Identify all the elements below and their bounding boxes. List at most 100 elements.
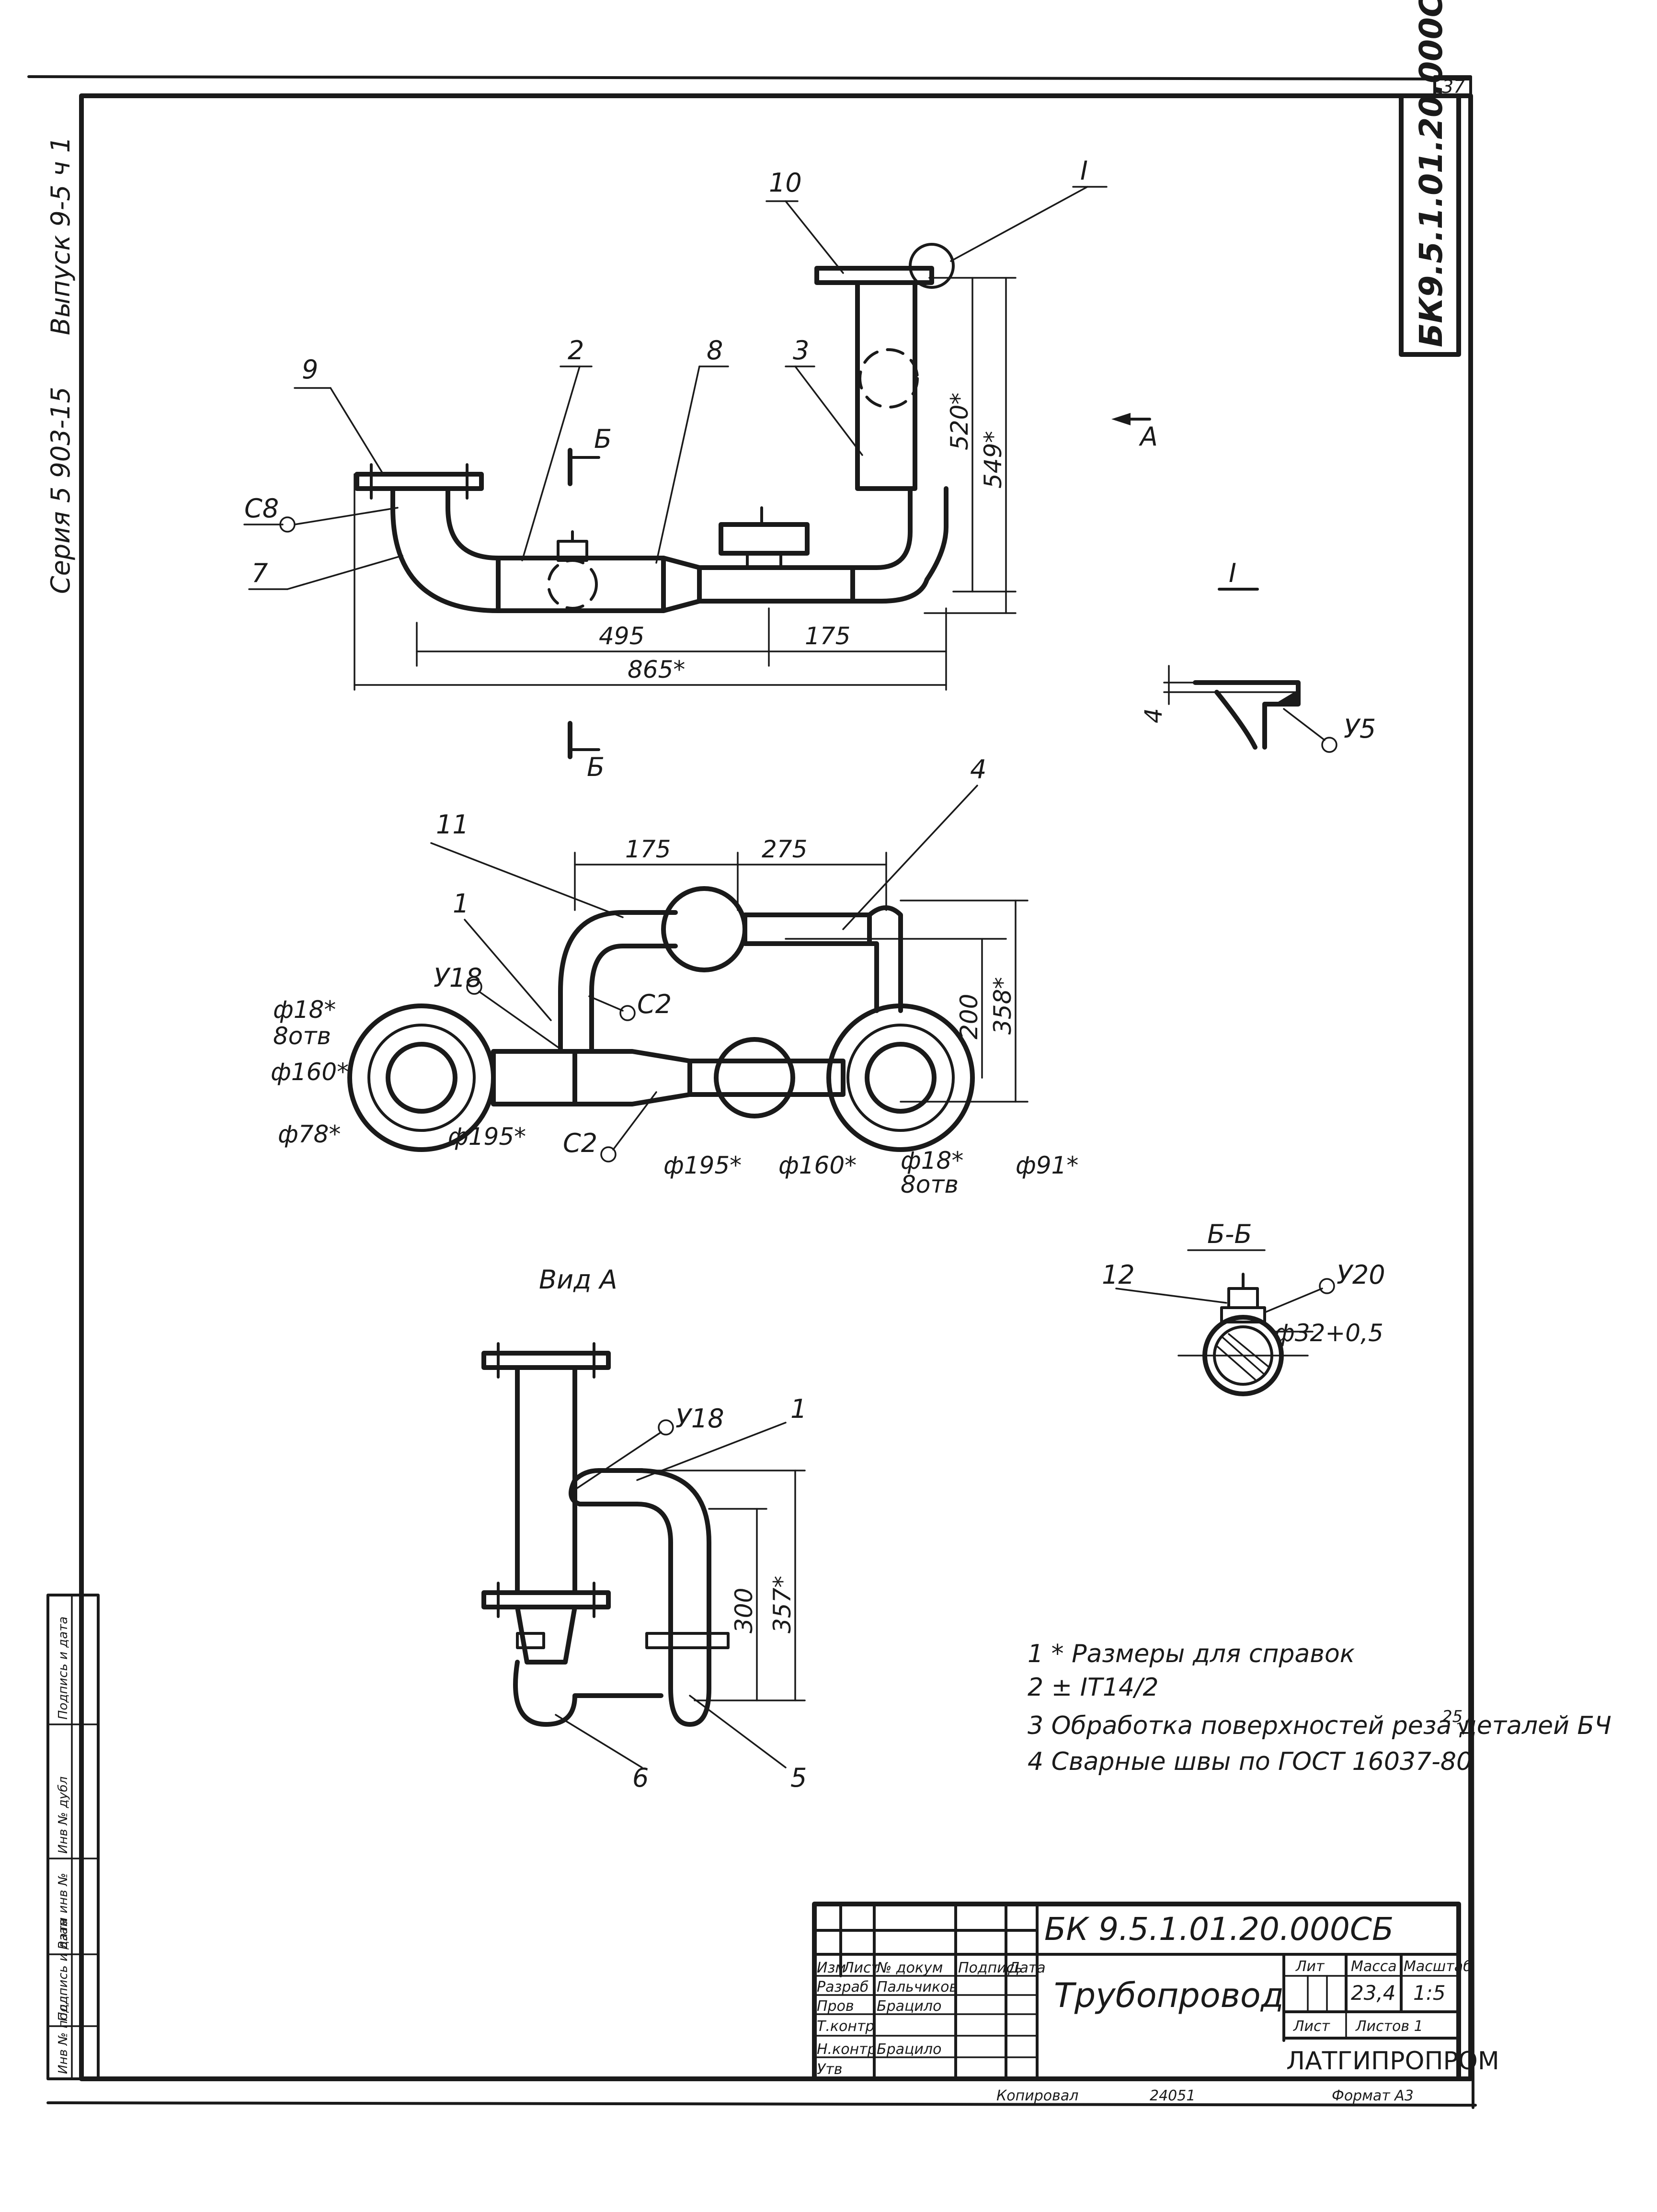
right-flange-hole-dia: ф18* — [901, 1147, 963, 1174]
note-2: 2 ± IT14/2 — [1028, 1673, 1159, 1702]
side-block: Инв № подл. Подпись и дата Взам инв № Ин… — [46, 1594, 100, 2080]
callout-12: 12 — [1102, 1260, 1135, 1290]
callout-1-view-a: 1 — [790, 1394, 807, 1424]
title-name: Трубопровод — [1054, 1976, 1284, 2015]
callout-detail-I: I — [1080, 156, 1088, 186]
left-flange-od: ф195* — [448, 1123, 526, 1151]
side-label-1: Инв № подл. — [56, 1992, 70, 2074]
footer-order: 24051 — [1150, 2087, 1195, 2104]
scale-value: 1:5 — [1413, 1981, 1446, 2005]
title-designation: БК 9.5.1.01.20.000СБ — [1044, 1911, 1394, 1948]
note-4: 4 Сварные швы по ГОСТ 16037-80 — [1028, 1747, 1472, 1776]
section-view — [1115, 1249, 1335, 1396]
callout-8: 8 — [707, 335, 723, 365]
left-flange-bore: ф78* — [278, 1120, 341, 1148]
right-flange-bolt-circle: ф160* — [778, 1152, 857, 1179]
col-header-izm: Изм — [817, 1960, 846, 1976]
plan-dim-358: 358* — [989, 977, 1017, 1035]
section-title: Б-Б — [1207, 1219, 1252, 1249]
section-mark-top: Б — [594, 424, 612, 454]
col-header-docnum: № докум — [876, 1960, 943, 1976]
left-flange-bolt-circle: ф160* — [271, 1058, 349, 1086]
weld-c8: С8 — [244, 493, 279, 524]
name-razrab: Пальчиков — [877, 1979, 958, 1995]
left-flange-hole-dia: ф18* — [273, 996, 336, 1024]
sheet-frame — [27, 75, 1477, 2109]
note-3: 3 Обработка поверхностей реза деталей БЧ — [1028, 1711, 1611, 1740]
col-header-date: Дата — [1007, 1960, 1046, 1976]
col-header-list: Лист — [843, 1960, 880, 1976]
note-3-roughness: 25 — [1442, 1707, 1463, 1726]
weld-y20: У20 — [1337, 1260, 1385, 1290]
right-flange-bore: ф91* — [1016, 1152, 1078, 1179]
side-label-5: Подпись и дата — [56, 1617, 70, 1720]
weld-c2-lower: С2 — [563, 1128, 597, 1158]
plan-dim-200: 200 — [955, 994, 983, 1039]
dim-865: 865* — [628, 656, 685, 684]
view-a-dim-300: 300 — [730, 1588, 758, 1633]
hdr-lit: Лит — [1295, 1958, 1325, 1975]
organization: ЛАТГИПРОПРОМ — [1286, 2047, 1499, 2075]
note-1: 1 * Размеры для справок — [1028, 1640, 1355, 1668]
role-razrab: Разраб — [817, 1979, 868, 1995]
side-label-3: Взам инв № — [56, 1873, 70, 1950]
detail-title: I — [1229, 558, 1236, 588]
view-a-title: Вид А — [539, 1265, 617, 1295]
detail-dim-4: 4 — [1140, 708, 1167, 723]
left-flange-hole-count: 8отв — [273, 1022, 331, 1050]
issue-stamp: Выпуск 9-5 ч 1 — [46, 137, 76, 335]
callout-7: 7 — [251, 558, 268, 588]
sheets-label: Листов 1 — [1355, 2018, 1423, 2035]
callout-1: 1 — [453, 889, 469, 919]
callout-2: 2 — [568, 335, 584, 365]
weld-y18-plan: У18 — [434, 963, 482, 993]
callout-6: 6 — [632, 1763, 649, 1793]
role-nkontr: Н.контр — [817, 2041, 877, 2058]
detail-view — [1163, 588, 1337, 753]
footer-format: Формат А3 — [1332, 2087, 1414, 2104]
plan-dim-275: 275 — [762, 835, 807, 863]
side-label-2: Подпись и дата — [56, 1918, 70, 2021]
hdr-massa: Масса — [1351, 1958, 1397, 1975]
side-label-4: Инв № дубл — [56, 1777, 70, 1854]
callout-5: 5 — [790, 1763, 807, 1793]
role-prov: Пров — [817, 1998, 854, 2015]
callout-9: 9 — [302, 354, 318, 385]
title-block — [812, 1902, 1461, 2081]
view-arrow-label: А — [1139, 422, 1158, 452]
hdr-scale: Масштаб — [1404, 1958, 1472, 1975]
front-view — [243, 186, 1151, 759]
footer-copied: Копировал — [996, 2087, 1078, 2104]
col-header-sign: Подпись — [958, 1960, 1023, 1976]
view-a-dim-357: 357* — [768, 1576, 796, 1633]
right-flange-od: ф195* — [663, 1152, 742, 1179]
dim-520: 520* — [946, 393, 973, 450]
name-prov: Брацило — [877, 1998, 941, 2015]
view-a — [481, 1342, 806, 1768]
section-mark-bottom: Б — [587, 752, 605, 782]
hole-dia: ф32+0,5 — [1274, 1319, 1383, 1347]
callout-10: 10 — [769, 168, 802, 198]
dim-549: 549* — [979, 431, 1007, 489]
sheet-label: Лист — [1293, 2018, 1331, 2035]
role-tkontr: Т.контр — [817, 2018, 874, 2035]
weld-c2-upper: С2 — [637, 989, 672, 1019]
dim-495: 495 — [599, 622, 644, 650]
dim-175: 175 — [805, 622, 850, 650]
callout-11: 11 — [436, 810, 469, 840]
detail-weld-y5: У5 — [1344, 714, 1376, 744]
right-flange-hole-count: 8отв — [901, 1171, 959, 1198]
note-3-check-mark: √ — [1456, 1711, 1473, 1740]
role-utv: Утв — [817, 2061, 842, 2078]
weld-y18-view-a: У18 — [675, 1403, 724, 1434]
callout-3: 3 — [793, 335, 809, 365]
mass-value: 23,4 — [1351, 1981, 1396, 2005]
drawing-code-box: БК9.5.1.01.20.000СБ — [1399, 0, 1461, 357]
drawing-code-vertical: БК9.5.1.01.20.000СБ — [1413, 0, 1450, 347]
name-nkontr: Брацило — [877, 2041, 941, 2058]
series-stamp: Серия 5 903-15 — [46, 387, 76, 594]
callout-4: 4 — [970, 754, 986, 785]
plan-dim-175: 175 — [625, 835, 671, 863]
plan-view — [347, 785, 1028, 1163]
